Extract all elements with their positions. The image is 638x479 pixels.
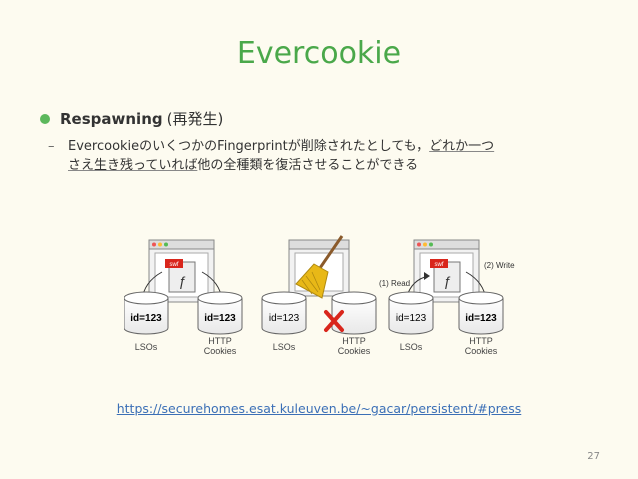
lso-label: LSOs [135,342,158,352]
cookie-database-empty [331,291,377,335]
sub-text-1: Evercookieのいくつかの [68,139,218,154]
swf-label: swf [435,262,444,268]
lso-database: id=123 [124,291,169,335]
sub-bullet: – EvercookieのいくつかのFingerprintが削除されたとしても，… [48,137,608,175]
bullet-title: Respawning [60,109,163,128]
lso-id-text: id=123 [269,313,300,324]
cookie-id-text: id=123 [204,313,236,324]
bullet-paren: (再発生) [166,110,224,128]
source-link[interactable]: https://securehomes.esat.kuleuven.be/~ga… [116,401,522,416]
delete-cross-icon [324,310,344,332]
flash-file-icon: swf ƒ [430,259,461,293]
lso-database: id=123 [261,291,307,335]
slide-title: Evercookie [236,36,402,71]
svg-text:ƒ: ƒ [178,273,186,289]
lso-id-text: id=123 [396,313,427,324]
sub-text-3: が削除されたとしても， [287,139,430,154]
lso-label: LSOs [273,342,296,352]
panel-3: swf ƒ (1) Read (2) Write id=123 id=123 L… [379,239,515,356]
write-label: (2) Write [484,261,515,270]
broom-icon [295,235,344,299]
lso-database: id=123 [388,291,434,335]
swf-label: swf [170,262,179,268]
page-number: 27 [587,451,600,462]
lso-id-text: id=123 [130,313,162,324]
cookie-id-text: id=123 [465,313,497,324]
cookie-database: id=123 [458,291,504,335]
lso-label: LSOs [400,342,423,352]
sub-text-5: さえ生き残っていれば [68,158,198,173]
sub-text-4: どれか一つ [429,139,495,154]
cookie-database: id=123 [197,291,243,335]
bullet-respawning: Respawning (再発生) [40,108,223,129]
flash-file-icon: swf ƒ [165,259,196,293]
sub-text-2: Fingerprint [217,139,288,154]
dash-marker: – [48,139,55,154]
bullet-dot-icon [40,113,50,124]
read-label: (1) Read [379,279,410,288]
sub-text-6: 他の全種類を復活させることができる [197,158,419,173]
svg-text:ƒ: ƒ [443,273,451,289]
